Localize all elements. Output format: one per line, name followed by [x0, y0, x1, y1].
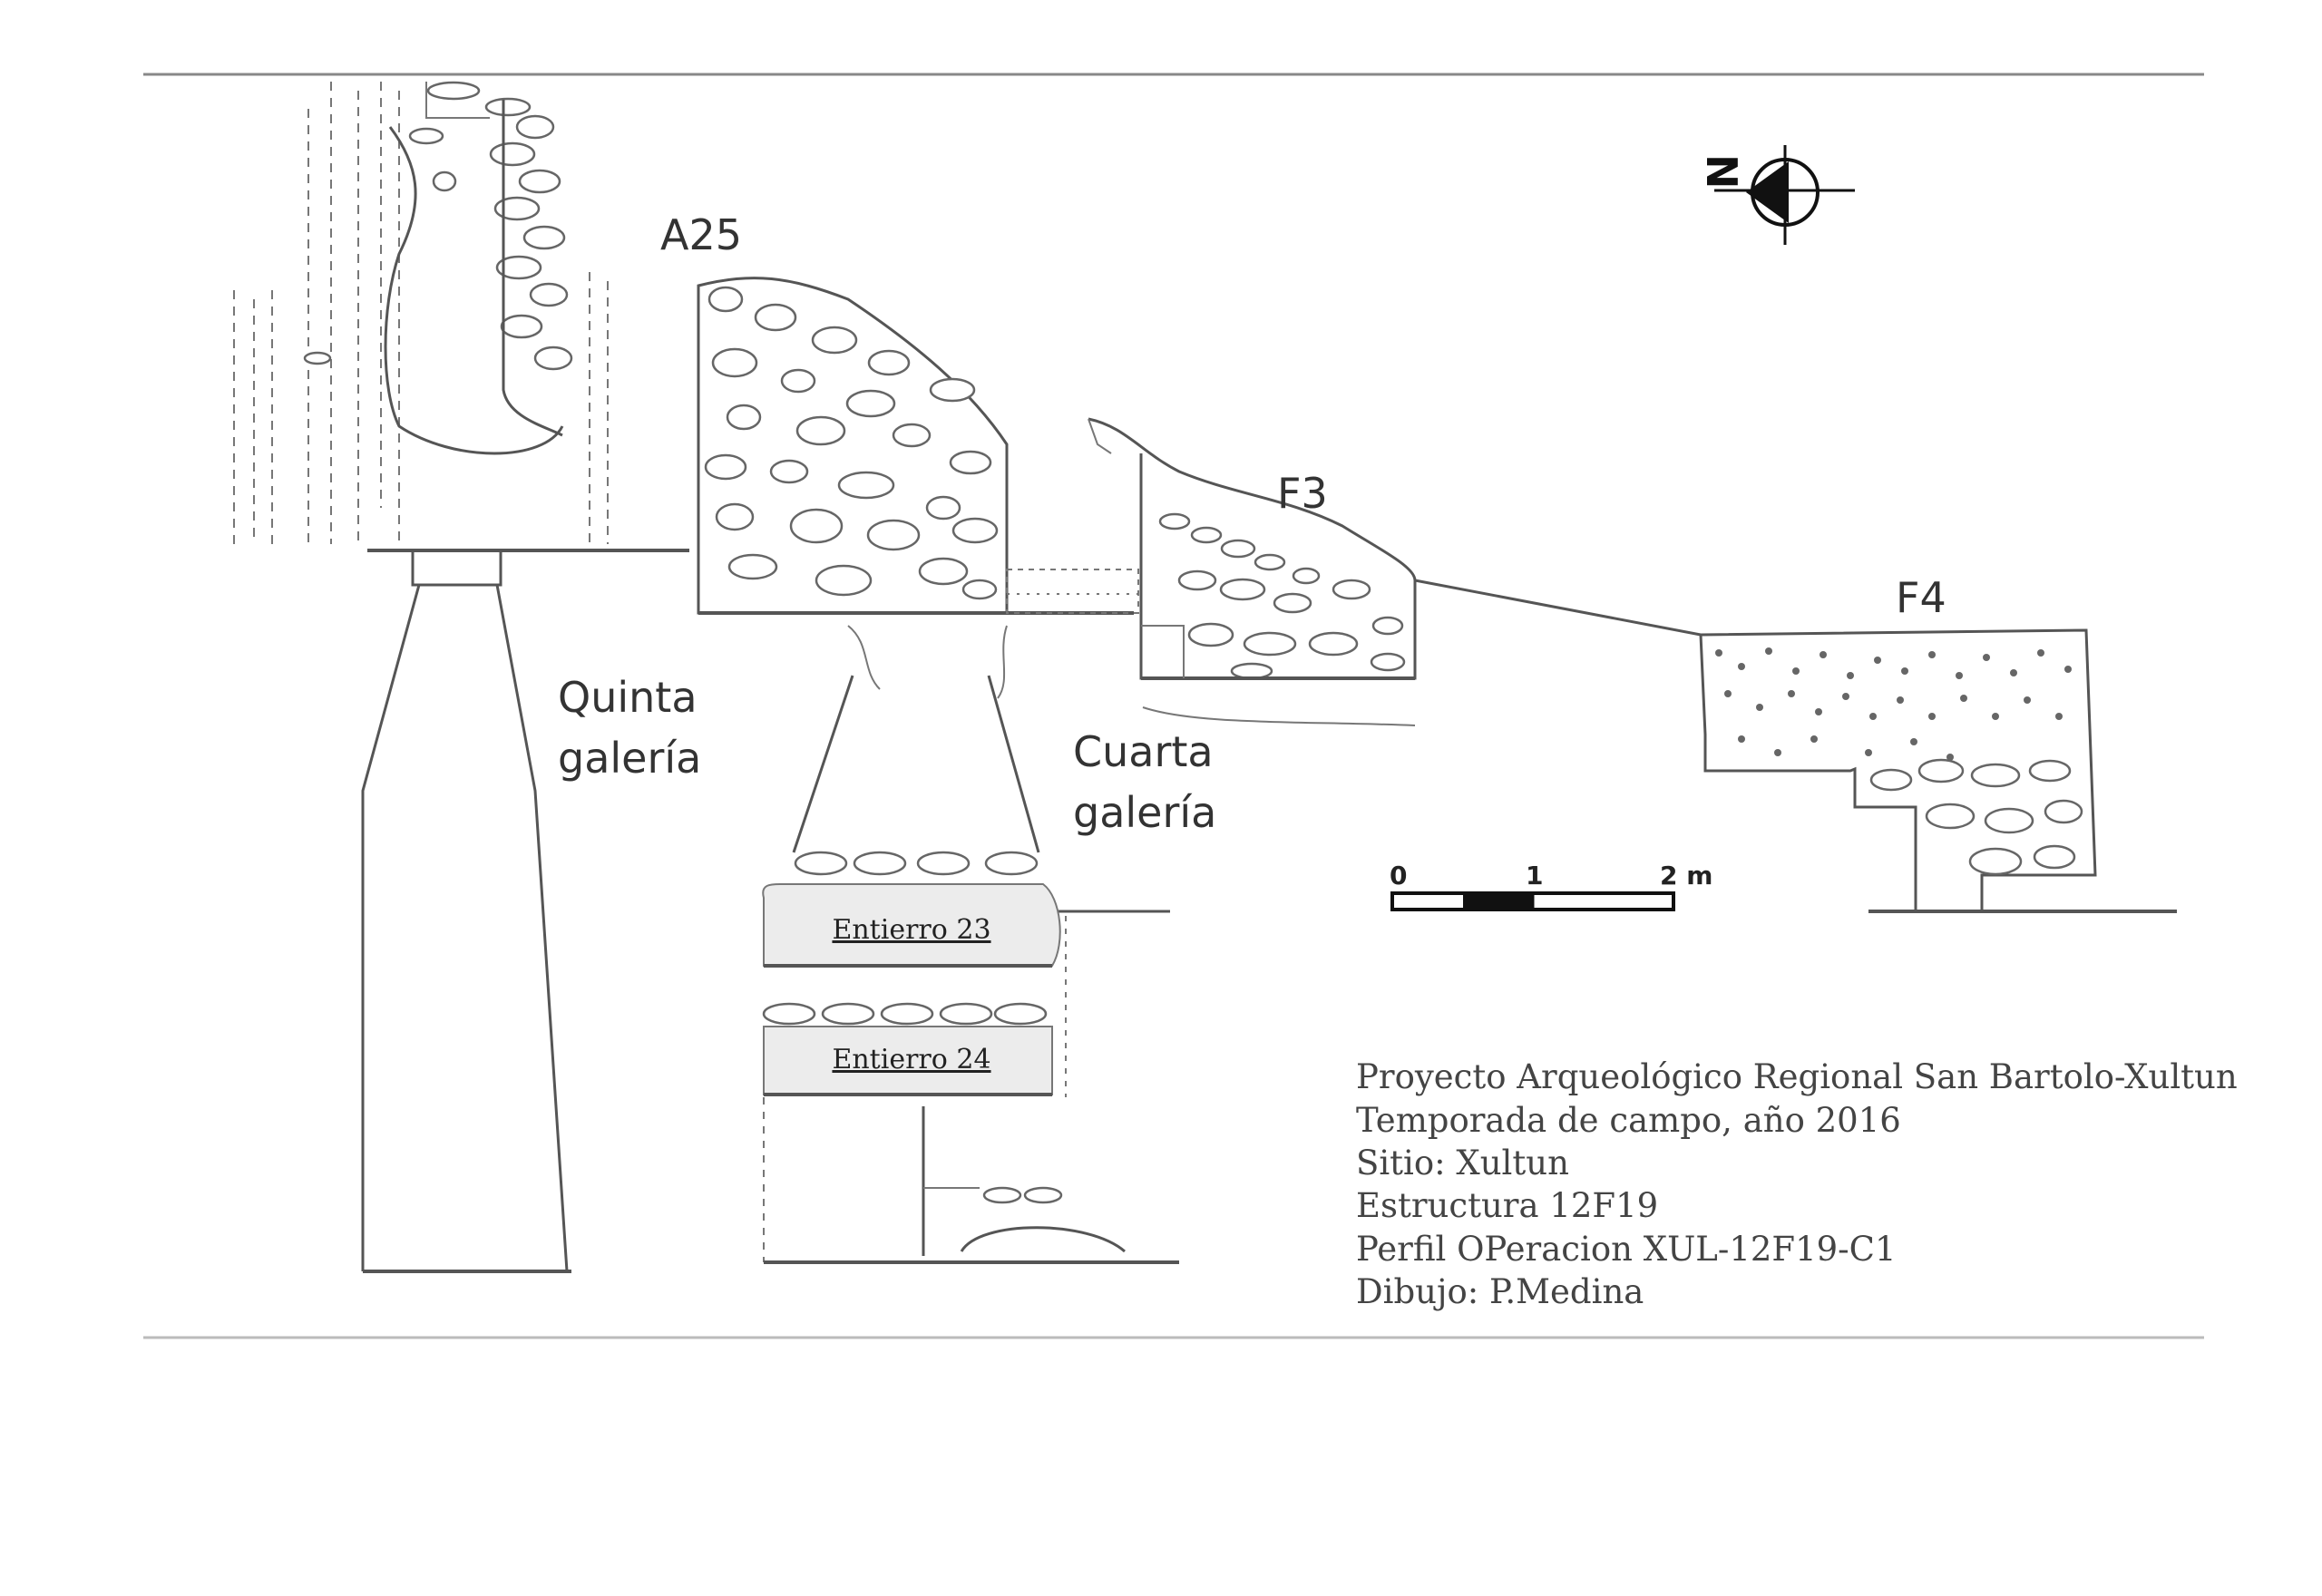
f3-label: F3 [1277, 469, 1328, 518]
north-arrow: N [1697, 145, 1855, 245]
dotted-fill-layer [1006, 569, 1139, 614]
cuarta-label-line2: galería [1073, 788, 1216, 837]
scale-tick-2m: 2 m [1660, 861, 1712, 890]
scale-tick-0: 0 [1390, 861, 1407, 890]
cuarta-label-line1: Cuarta [1073, 727, 1214, 776]
info-line-structure: Estructura 12F19 [1356, 1186, 1658, 1225]
cuarta-galeria-chamber [792, 625, 1170, 913]
scale-tick-1: 1 [1526, 861, 1543, 890]
a25-fill [697, 277, 1134, 615]
a25-label: A25 [660, 210, 742, 259]
quinta-galeria-chamber [361, 549, 689, 1273]
quinta-label-line1: Quinta [558, 673, 698, 722]
info-line-profile: Perfil OPeracion XUL-12F19-C1 [1356, 1230, 1897, 1269]
entierro-23-label: Entierro 23 [832, 914, 990, 946]
entierro-24-label: Entierro 24 [832, 1044, 990, 1075]
info-line-site: Sitio: Xultun [1356, 1143, 1569, 1182]
f4-label: F4 [1896, 573, 1946, 622]
info-line-project: Proyecto Arqueológico Regional San Barto… [1356, 1057, 2238, 1096]
f3-fill [1088, 417, 1417, 726]
info-line-drawing: Dibujo: P.Medina [1356, 1272, 1644, 1311]
info-line-season: Temporada de campo, año 2016 [1356, 1101, 1901, 1140]
burial-23: Entierro 23 [762, 883, 1061, 968]
burial-24: Entierro 24 [763, 1026, 1053, 1096]
quinta-label-line2: galería [558, 734, 701, 783]
left-wall-remnant [233, 81, 609, 544]
burial-layer-stones [762, 1002, 1048, 1026]
info-block: Proyecto Arqueológico Regional San Barto… [1356, 1057, 2238, 1311]
lower-chamber-floor [763, 916, 1179, 1264]
f4-fill [1699, 628, 2177, 913]
ground-slope [1414, 579, 1702, 637]
north-letter: N [1697, 154, 1746, 190]
scale-bar: 0 1 2 m [1390, 861, 1712, 911]
